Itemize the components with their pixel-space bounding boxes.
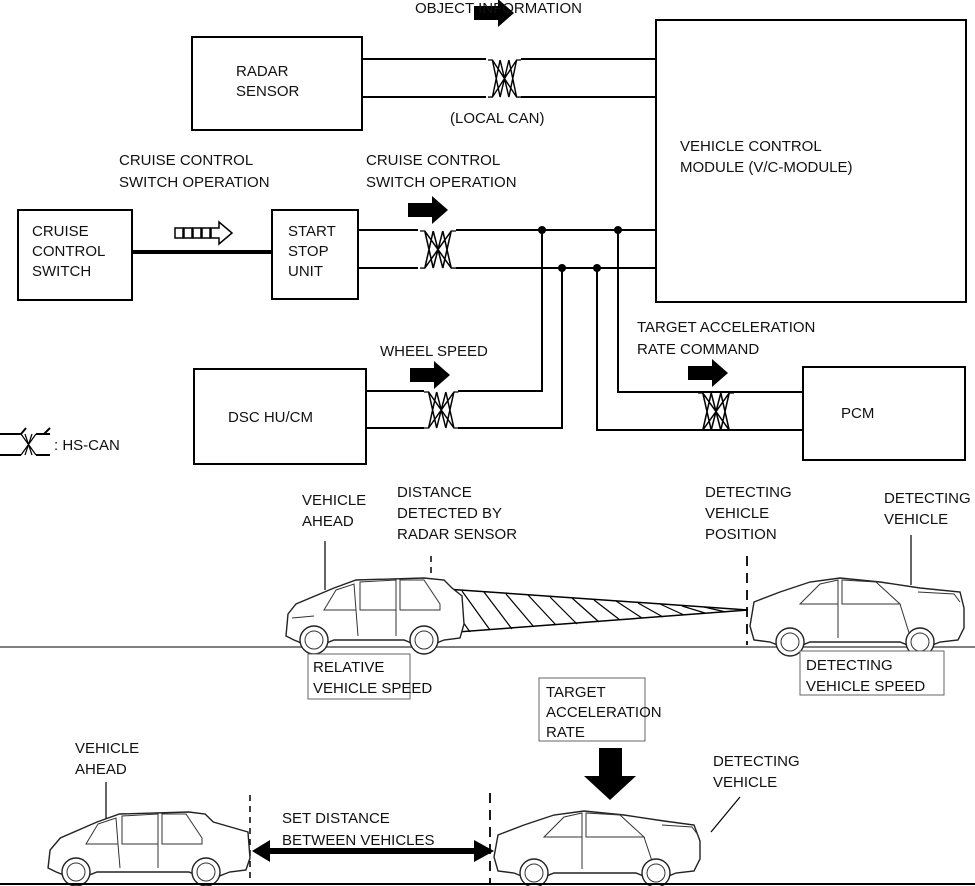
- wheel-speed-label: WHEEL SPEED: [380, 343, 488, 360]
- relative-speed-label-2: VEHICLE SPEED: [313, 680, 432, 697]
- twisted-pair-icon: [487, 59, 522, 98]
- ssu-label-1: START: [288, 223, 336, 240]
- junction-dot: [593, 264, 601, 272]
- start-stop-unit-box: START STOP UNIT: [271, 209, 359, 300]
- cruise-op-left-label-2: SWITCH OPERATION: [119, 174, 270, 191]
- target-accel-cmd-label-1: TARGET ACCELERATION: [637, 319, 815, 336]
- target-acceleration-rate-box: TARGET ACCELERATION RATE: [538, 677, 662, 742]
- detecting-speed-label-2: VEHICLE SPEED: [806, 678, 925, 695]
- junction-dot: [538, 226, 546, 234]
- set-distance-label-1: SET DISTANCE: [282, 810, 390, 827]
- object-information-label: OBJECT INFORMATION: [415, 0, 582, 17]
- pcm-label: PCM: [841, 405, 874, 422]
- pcm-box: PCM: [802, 366, 966, 461]
- vcm-label-1: VEHICLE CONTROL: [680, 138, 822, 155]
- ssu-label-3: UNIT: [288, 263, 323, 280]
- radar-sensor-box: RADAR SENSOR: [191, 36, 363, 131]
- twisted-pair-icon: [697, 392, 735, 431]
- detecting-vehicle-sedan: [749, 577, 965, 657]
- detecting-vehicle-2-label-1: DETECTING: [713, 753, 800, 770]
- cruise-op-left-label-1: CRUISE CONTROL: [119, 152, 253, 169]
- target-accel-label-1: TARGET: [546, 684, 606, 701]
- vehicle-ahead-label-2: AHEAD: [302, 513, 354, 530]
- cruise-op-arrow-icon: [408, 196, 448, 224]
- dsc-hu-cm-box: DSC HU/CM: [193, 368, 367, 465]
- vehicle-ahead-minivan-2: [47, 811, 251, 886]
- set-distance-label-2: BETWEEN VEHICLES: [282, 832, 435, 849]
- radar-sensor-label-1: RADAR: [236, 63, 289, 80]
- radar-beam: [430, 587, 749, 635]
- hs-can-legend: : HS-CAN: [0, 427, 120, 456]
- detecting-position-label-3: POSITION: [705, 526, 777, 543]
- detecting-vehicle-sedan-2: [493, 810, 701, 886]
- target-accel-label-2: ACCELERATION: [546, 704, 662, 721]
- detecting-speed-label-1: DETECTING: [806, 657, 893, 674]
- distance-detected-label-3: RADAR SENSOR: [397, 526, 517, 543]
- twisted-pair-icon: [423, 391, 460, 429]
- detecting-vehicle-speed-box: DETECTING VEHICLE SPEED: [799, 650, 945, 696]
- detecting-position-label-1: DETECTING: [705, 484, 792, 501]
- vehicle-ahead-2-label-2: AHEAD: [75, 761, 127, 778]
- set-distance-double-arrow-icon: [252, 840, 494, 862]
- distance-detected-label-1: DISTANCE: [397, 484, 472, 501]
- dsc-label: DSC HU/CM: [228, 409, 313, 426]
- local-can-bus: [362, 58, 656, 98]
- vehicle-control-module-box: VEHICLE CONTROL MODULE (V/C-MODULE): [655, 19, 967, 303]
- cruise-op-right-label-1: CRUISE CONTROL: [366, 152, 500, 169]
- hs-can-legend-label: : HS-CAN: [54, 437, 120, 454]
- discrete-signal-arrow-icon: [174, 220, 234, 246]
- detecting-position-label-2: VEHICLE: [705, 505, 769, 522]
- detecting-vehicle-label-2: VEHICLE: [884, 511, 948, 528]
- distance-detected-label-2: DETECTED BY: [397, 505, 502, 522]
- target-accel-label-3: RATE: [546, 724, 585, 741]
- hs-can-bus: [358, 226, 700, 431]
- relative-vehicle-speed-box: RELATIVE VEHICLE SPEED: [307, 653, 432, 700]
- cruise-switch-label-2: CONTROL: [32, 243, 105, 260]
- target-accel-cmd-label-2: RATE COMMAND: [637, 341, 759, 358]
- detecting-vehicle-2-label-2: VEHICLE: [713, 774, 777, 791]
- cruise-control-switch-box: CRUISE CONTROL SWITCH: [17, 209, 133, 301]
- radar-sensor-label-2: SENSOR: [236, 83, 300, 100]
- twisted-pair-icon: [419, 230, 457, 269]
- target-accel-arrow-icon: [688, 359, 728, 387]
- ssu-label-2: STOP: [288, 243, 329, 260]
- local-can-label: (LOCAL CAN): [450, 110, 544, 127]
- cruise-op-right-label-2: SWITCH OPERATION: [366, 174, 517, 191]
- vcm-label-2: MODULE (V/C-MODULE): [680, 159, 853, 176]
- vehicle-ahead-minivan: [285, 577, 465, 655]
- cruise-switch-label-1: CRUISE: [32, 223, 89, 240]
- junction-dot: [614, 226, 622, 234]
- cruise-switch-label-3: SWITCH: [32, 263, 91, 280]
- vehicle-ahead-2-label-1: VEHICLE: [75, 740, 139, 757]
- vehicle-ahead-label-1: VEHICLE: [302, 492, 366, 509]
- junction-dot: [558, 264, 566, 272]
- relative-speed-label-1: RELATIVE: [313, 659, 384, 676]
- down-arrow-icon: [584, 748, 636, 800]
- wheel-speed-arrow-icon: [410, 361, 450, 389]
- detecting-vehicle-label-1: DETECTING: [884, 490, 971, 507]
